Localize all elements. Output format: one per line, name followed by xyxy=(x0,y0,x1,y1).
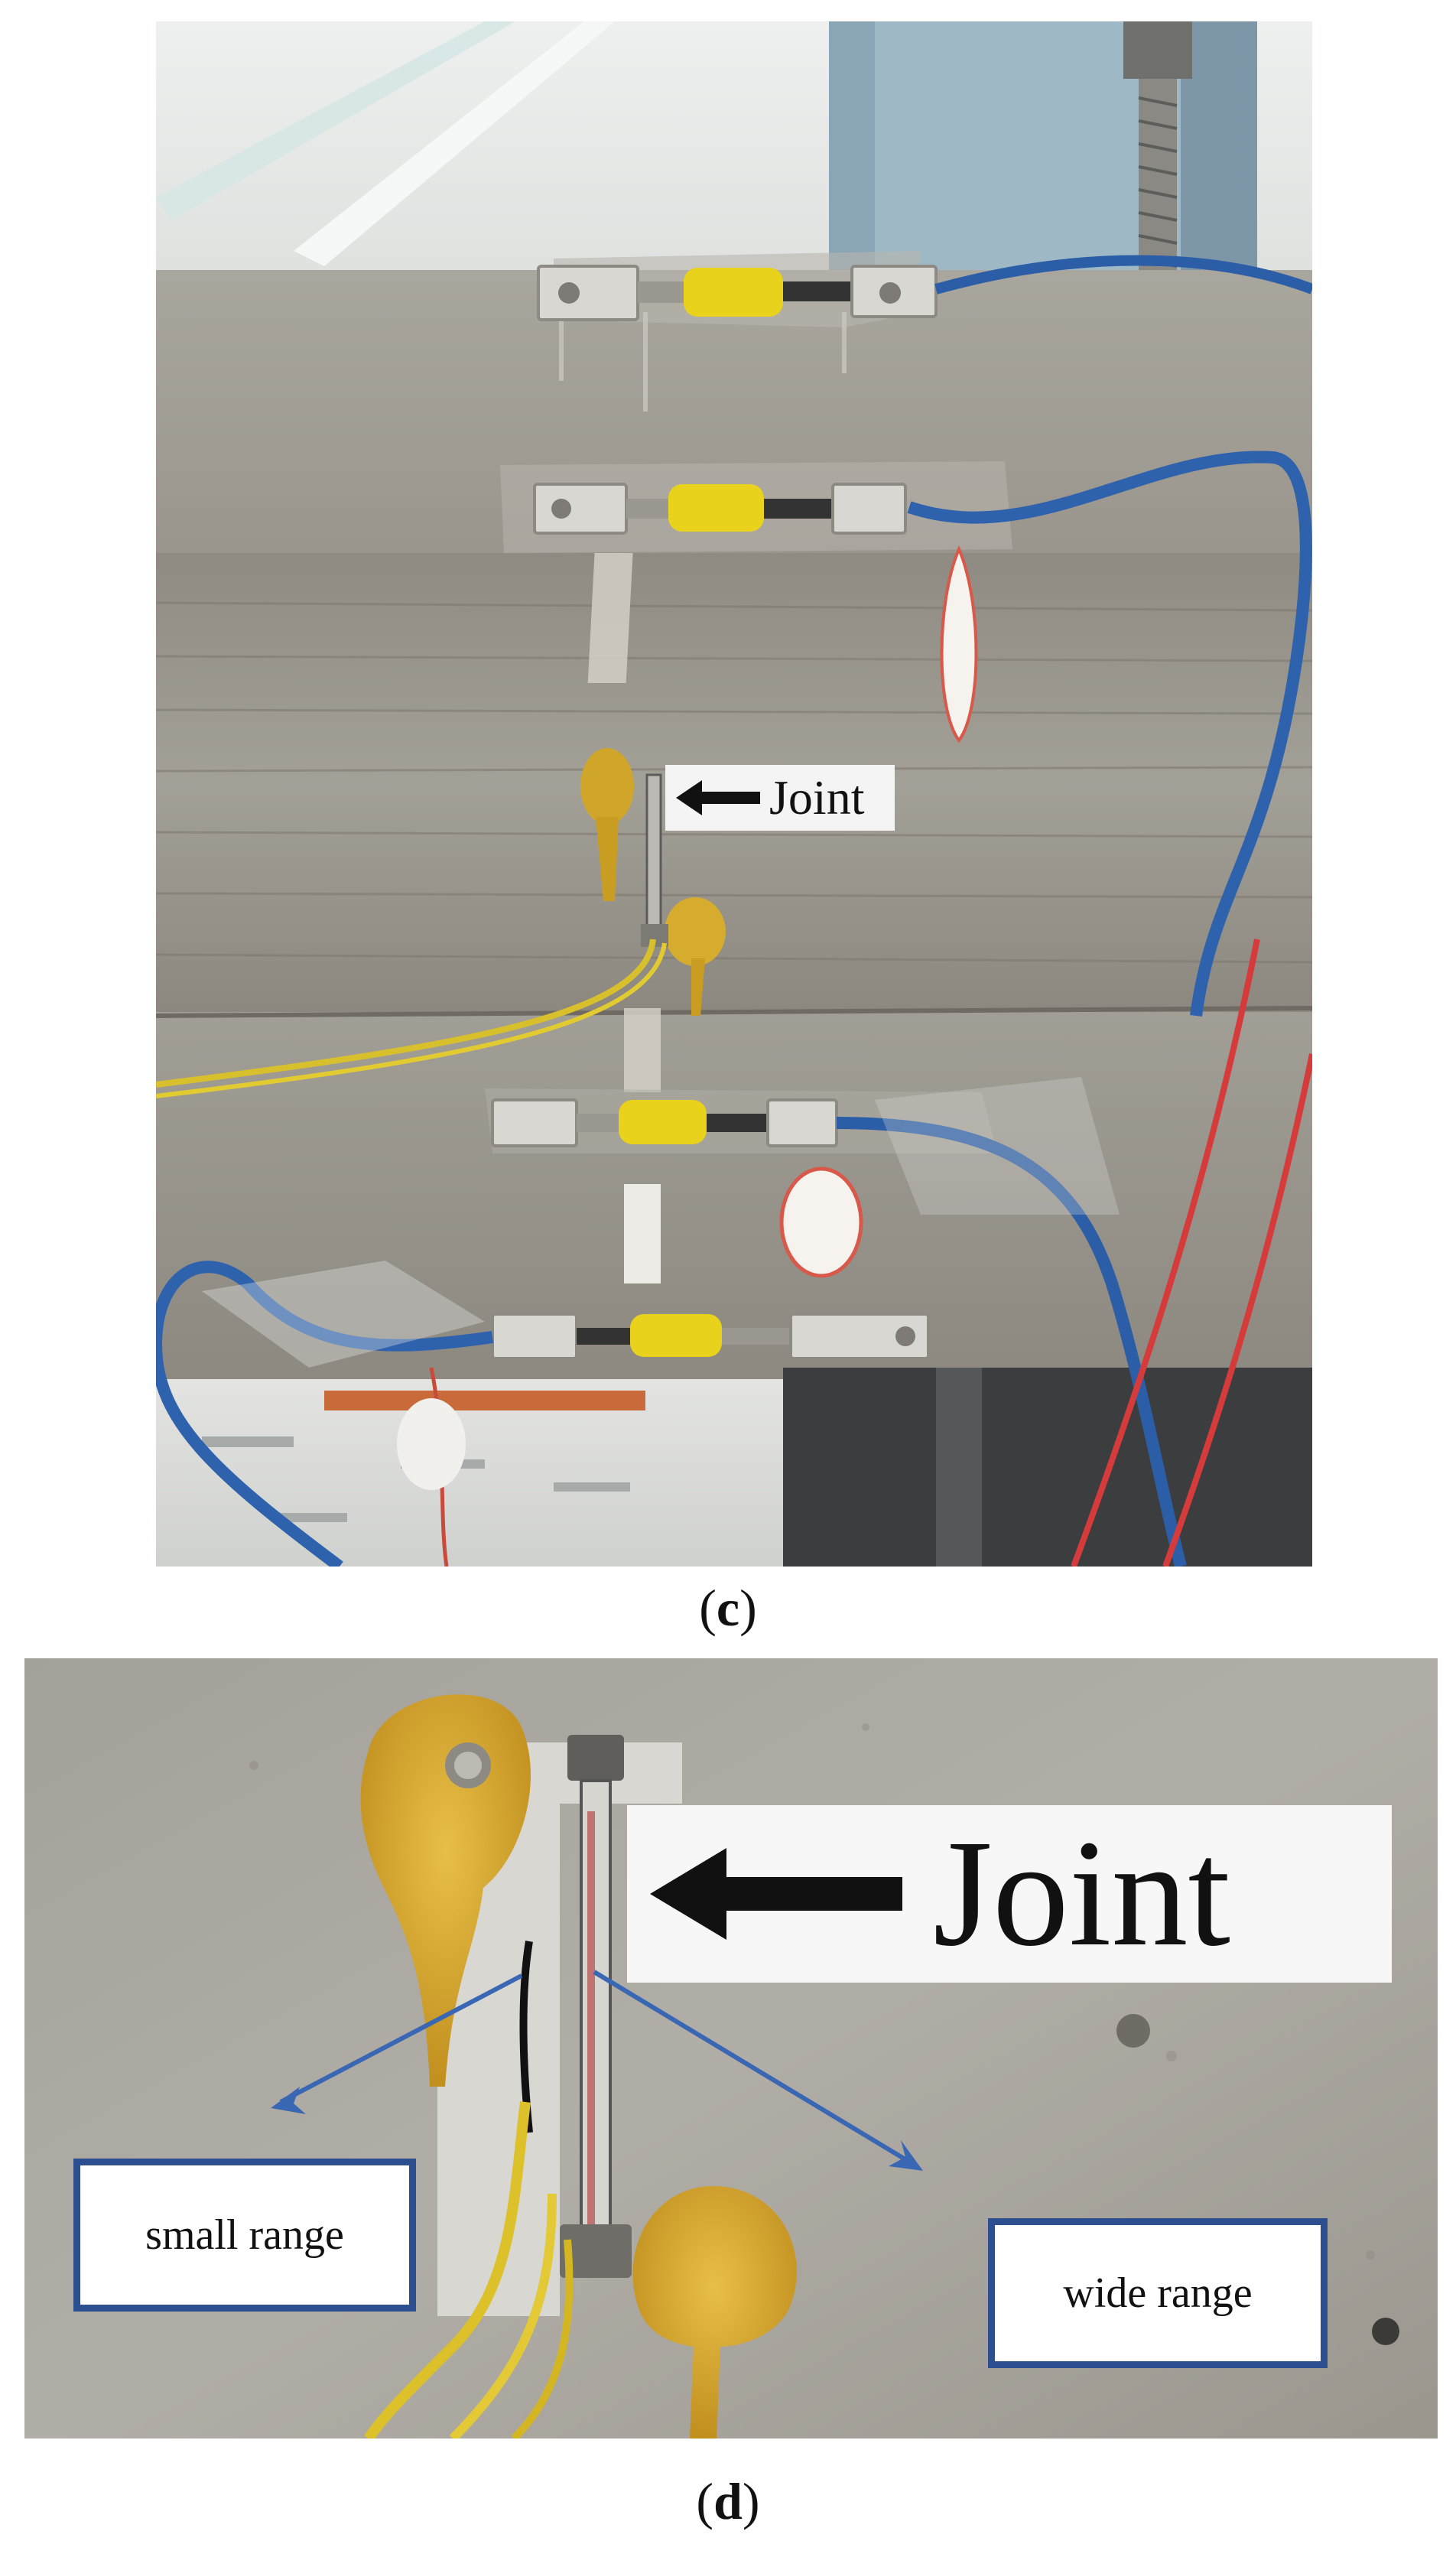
caption-c: (c) xyxy=(699,1579,757,1637)
joint-label-panel-c: Joint xyxy=(665,765,895,831)
joint-label-text: Joint xyxy=(933,1809,1230,1978)
joint-label-text: Joint xyxy=(769,770,865,825)
photo-panel-c xyxy=(156,21,1312,1567)
callout-small-range-text: small range xyxy=(145,2211,344,2259)
left-arrow-icon xyxy=(650,1848,902,1940)
callout-wide-range-text: wide range xyxy=(1063,2269,1253,2317)
callout-wide-range: wide range xyxy=(988,2218,1328,2368)
caption-c-letter: c xyxy=(716,1579,740,1637)
caption-d: (d) xyxy=(696,2472,760,2530)
joint-label-panel-d: Joint xyxy=(627,1805,1392,1983)
callout-small-range: small range xyxy=(73,2159,416,2312)
left-arrow-icon xyxy=(676,780,760,815)
caption-d-letter: d xyxy=(713,2472,743,2530)
